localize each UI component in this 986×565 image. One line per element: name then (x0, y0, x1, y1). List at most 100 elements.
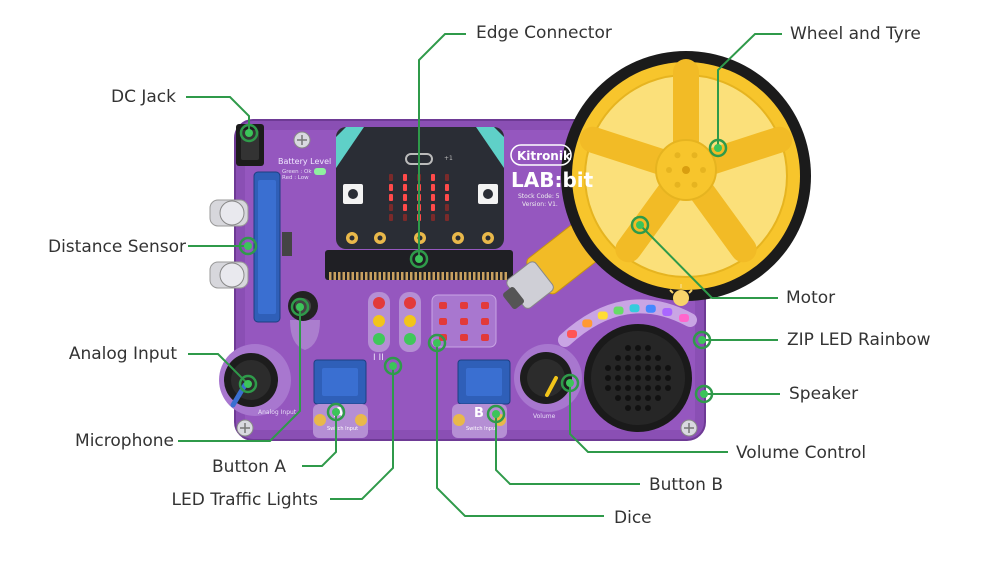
callout-ring-speaker (694, 384, 714, 404)
callout-dot-volume-control (566, 379, 574, 387)
callout-dot-analog-input (244, 380, 252, 388)
edge-pin (333, 272, 336, 280)
edge-pin (356, 272, 359, 280)
dice-led (439, 318, 447, 325)
edge-pin (468, 272, 471, 280)
label-zip-led-rainbow: ZIP LED Rainbow (787, 330, 931, 350)
speaker (584, 324, 692, 432)
callout-ring-distance-sensor (238, 236, 258, 256)
callout-dot-wheel-and-tyre (714, 144, 722, 152)
microbit-led (431, 214, 435, 221)
traffic-light-marks: I II (373, 353, 384, 363)
brand-text: Kitronik (517, 149, 572, 163)
callout-dot-button-a (332, 408, 340, 416)
wheel-hub-holes (666, 152, 706, 188)
edge-pin (338, 272, 341, 280)
label-button-a: Button A (212, 457, 286, 477)
speaker-hole (665, 375, 671, 381)
distance-sensor (209, 171, 292, 323)
speaker-hole (625, 365, 631, 371)
analog-input-knob: Analog Input (219, 344, 297, 416)
edge-pin (378, 272, 381, 280)
button-b-switch-text: Switch Input (466, 426, 497, 432)
dice-led (439, 302, 447, 309)
edge-pin (473, 272, 476, 280)
label-dc-jack: DC Jack (111, 87, 176, 107)
button-b-letter: B (474, 406, 484, 421)
speaker-hole (665, 365, 671, 371)
dice-leds (439, 302, 489, 341)
microbit-led (445, 204, 449, 211)
speaker-hole (655, 385, 661, 391)
hub-hole (674, 152, 681, 159)
button-a-switch-text: Switch Input (327, 426, 358, 432)
callout-ring-volume-control (560, 373, 580, 393)
speaker-hole (645, 375, 651, 381)
edge-pin (491, 272, 494, 280)
label-analog-input: Analog Input (68, 344, 177, 364)
speaker-hole (645, 355, 651, 361)
callout-ring-dice (427, 333, 447, 353)
sun-decoration (669, 284, 693, 306)
label-motor: Motor (786, 288, 836, 308)
battery-red: Red : Low (282, 175, 309, 181)
speaker-hole (615, 355, 621, 361)
battery-led (314, 168, 326, 175)
label-microphone: Microphone (75, 431, 174, 451)
speaker-hole (665, 385, 671, 391)
callout-dot-motor (636, 221, 644, 229)
label-wheel-and-tyre: Wheel and Tyre (790, 24, 921, 44)
label-distance-sensor: Distance Sensor (47, 237, 186, 257)
microbit-led (389, 174, 393, 181)
microbit-led (389, 184, 393, 191)
edge-pin (369, 272, 372, 280)
speaker-hole (615, 365, 621, 371)
screw-top-left (293, 131, 311, 149)
edge-pin (437, 272, 440, 280)
microbit-led (431, 184, 435, 191)
microbit-led (403, 184, 407, 191)
hub-hole (691, 181, 698, 188)
callout-ring-analog-input (238, 374, 258, 394)
edge-pin (486, 272, 489, 280)
edge-pin (495, 272, 498, 280)
edge-pin (423, 272, 426, 280)
version-text: Version: V1. (522, 201, 558, 208)
speaker-hole (615, 395, 621, 401)
speaker-hole (645, 345, 651, 351)
volume-knob: Volume (514, 344, 582, 420)
label-led-traffic-lights: LED Traffic Lights (171, 490, 318, 510)
callout-ring-button-a (326, 402, 346, 422)
speaker-hole (635, 395, 641, 401)
speaker-hole (625, 405, 631, 411)
edge-pin (387, 272, 390, 280)
analog-input-text: Analog Input (258, 409, 297, 416)
callout-ring-wheel-and-tyre (708, 138, 728, 158)
speaker-hole (625, 395, 631, 401)
microbit-led (445, 174, 449, 181)
zip-led (582, 319, 593, 328)
callout-ring-motor (630, 215, 650, 235)
callout-line-dice (436, 343, 604, 517)
edge-pin (405, 272, 408, 280)
edge-connector (325, 250, 513, 280)
battery-title: Battery Level (278, 157, 331, 166)
callout-ring-button-b (486, 404, 506, 424)
edge-pin (374, 272, 377, 280)
microbit-pad-hole (485, 235, 491, 241)
callout-ring-dc-jack (239, 123, 259, 143)
callout-line-microphone (178, 307, 301, 442)
zip-led (662, 307, 673, 316)
button-b-component: B Switch Input (452, 359, 511, 438)
speaker-hole (645, 365, 651, 371)
microbit-led (403, 214, 407, 221)
button-a-component: A Switch Input (313, 359, 368, 438)
microbit-led (389, 194, 393, 201)
edge-pin (459, 272, 462, 280)
callout-ring-microphone (290, 297, 310, 317)
dice (431, 294, 497, 348)
microbit-led (431, 174, 435, 181)
edge-pin (500, 272, 503, 280)
zip-led-rainbow (558, 284, 697, 347)
